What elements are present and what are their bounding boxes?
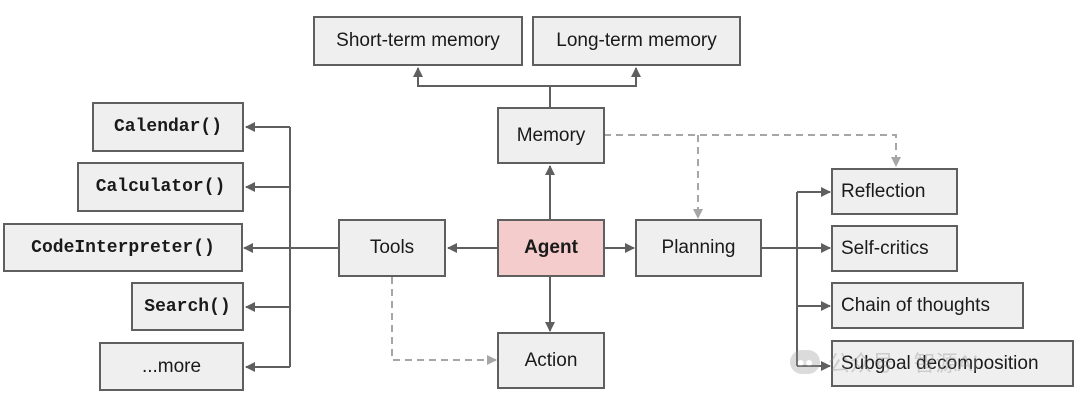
agent-edges: [447, 165, 635, 332]
planning-edges: [762, 187, 831, 371]
calculator-tool-node: Calculator(): [77, 162, 244, 212]
dashed-edges: [391, 134, 901, 365]
more-tools-node: ...more: [99, 342, 244, 391]
reflection-node: Reflection: [831, 168, 958, 215]
search-tool-node: Search(): [131, 282, 244, 331]
action-node: Action: [497, 332, 605, 389]
memory-to-memory-types-edges: [413, 67, 641, 108]
tools-node: Tools: [338, 219, 446, 277]
long-term-memory-node: Long-term memory: [532, 16, 741, 66]
tools-edges: [243, 122, 339, 372]
calendar-tool-node: Calendar(): [92, 102, 244, 152]
subgoal-decomposition-node: Subgoal decomposition: [831, 340, 1074, 387]
code-interpreter-tool-node: CodeInterpreter(): [3, 223, 243, 272]
planning-node: Planning: [635, 219, 762, 277]
chain-of-thoughts-node: Chain of thoughts: [831, 282, 1024, 329]
memory-node: Memory: [497, 107, 605, 164]
agent-node: Agent: [497, 219, 605, 277]
self-critics-node: Self-critics: [831, 225, 958, 272]
short-term-memory-node: Short-term memory: [313, 16, 523, 66]
